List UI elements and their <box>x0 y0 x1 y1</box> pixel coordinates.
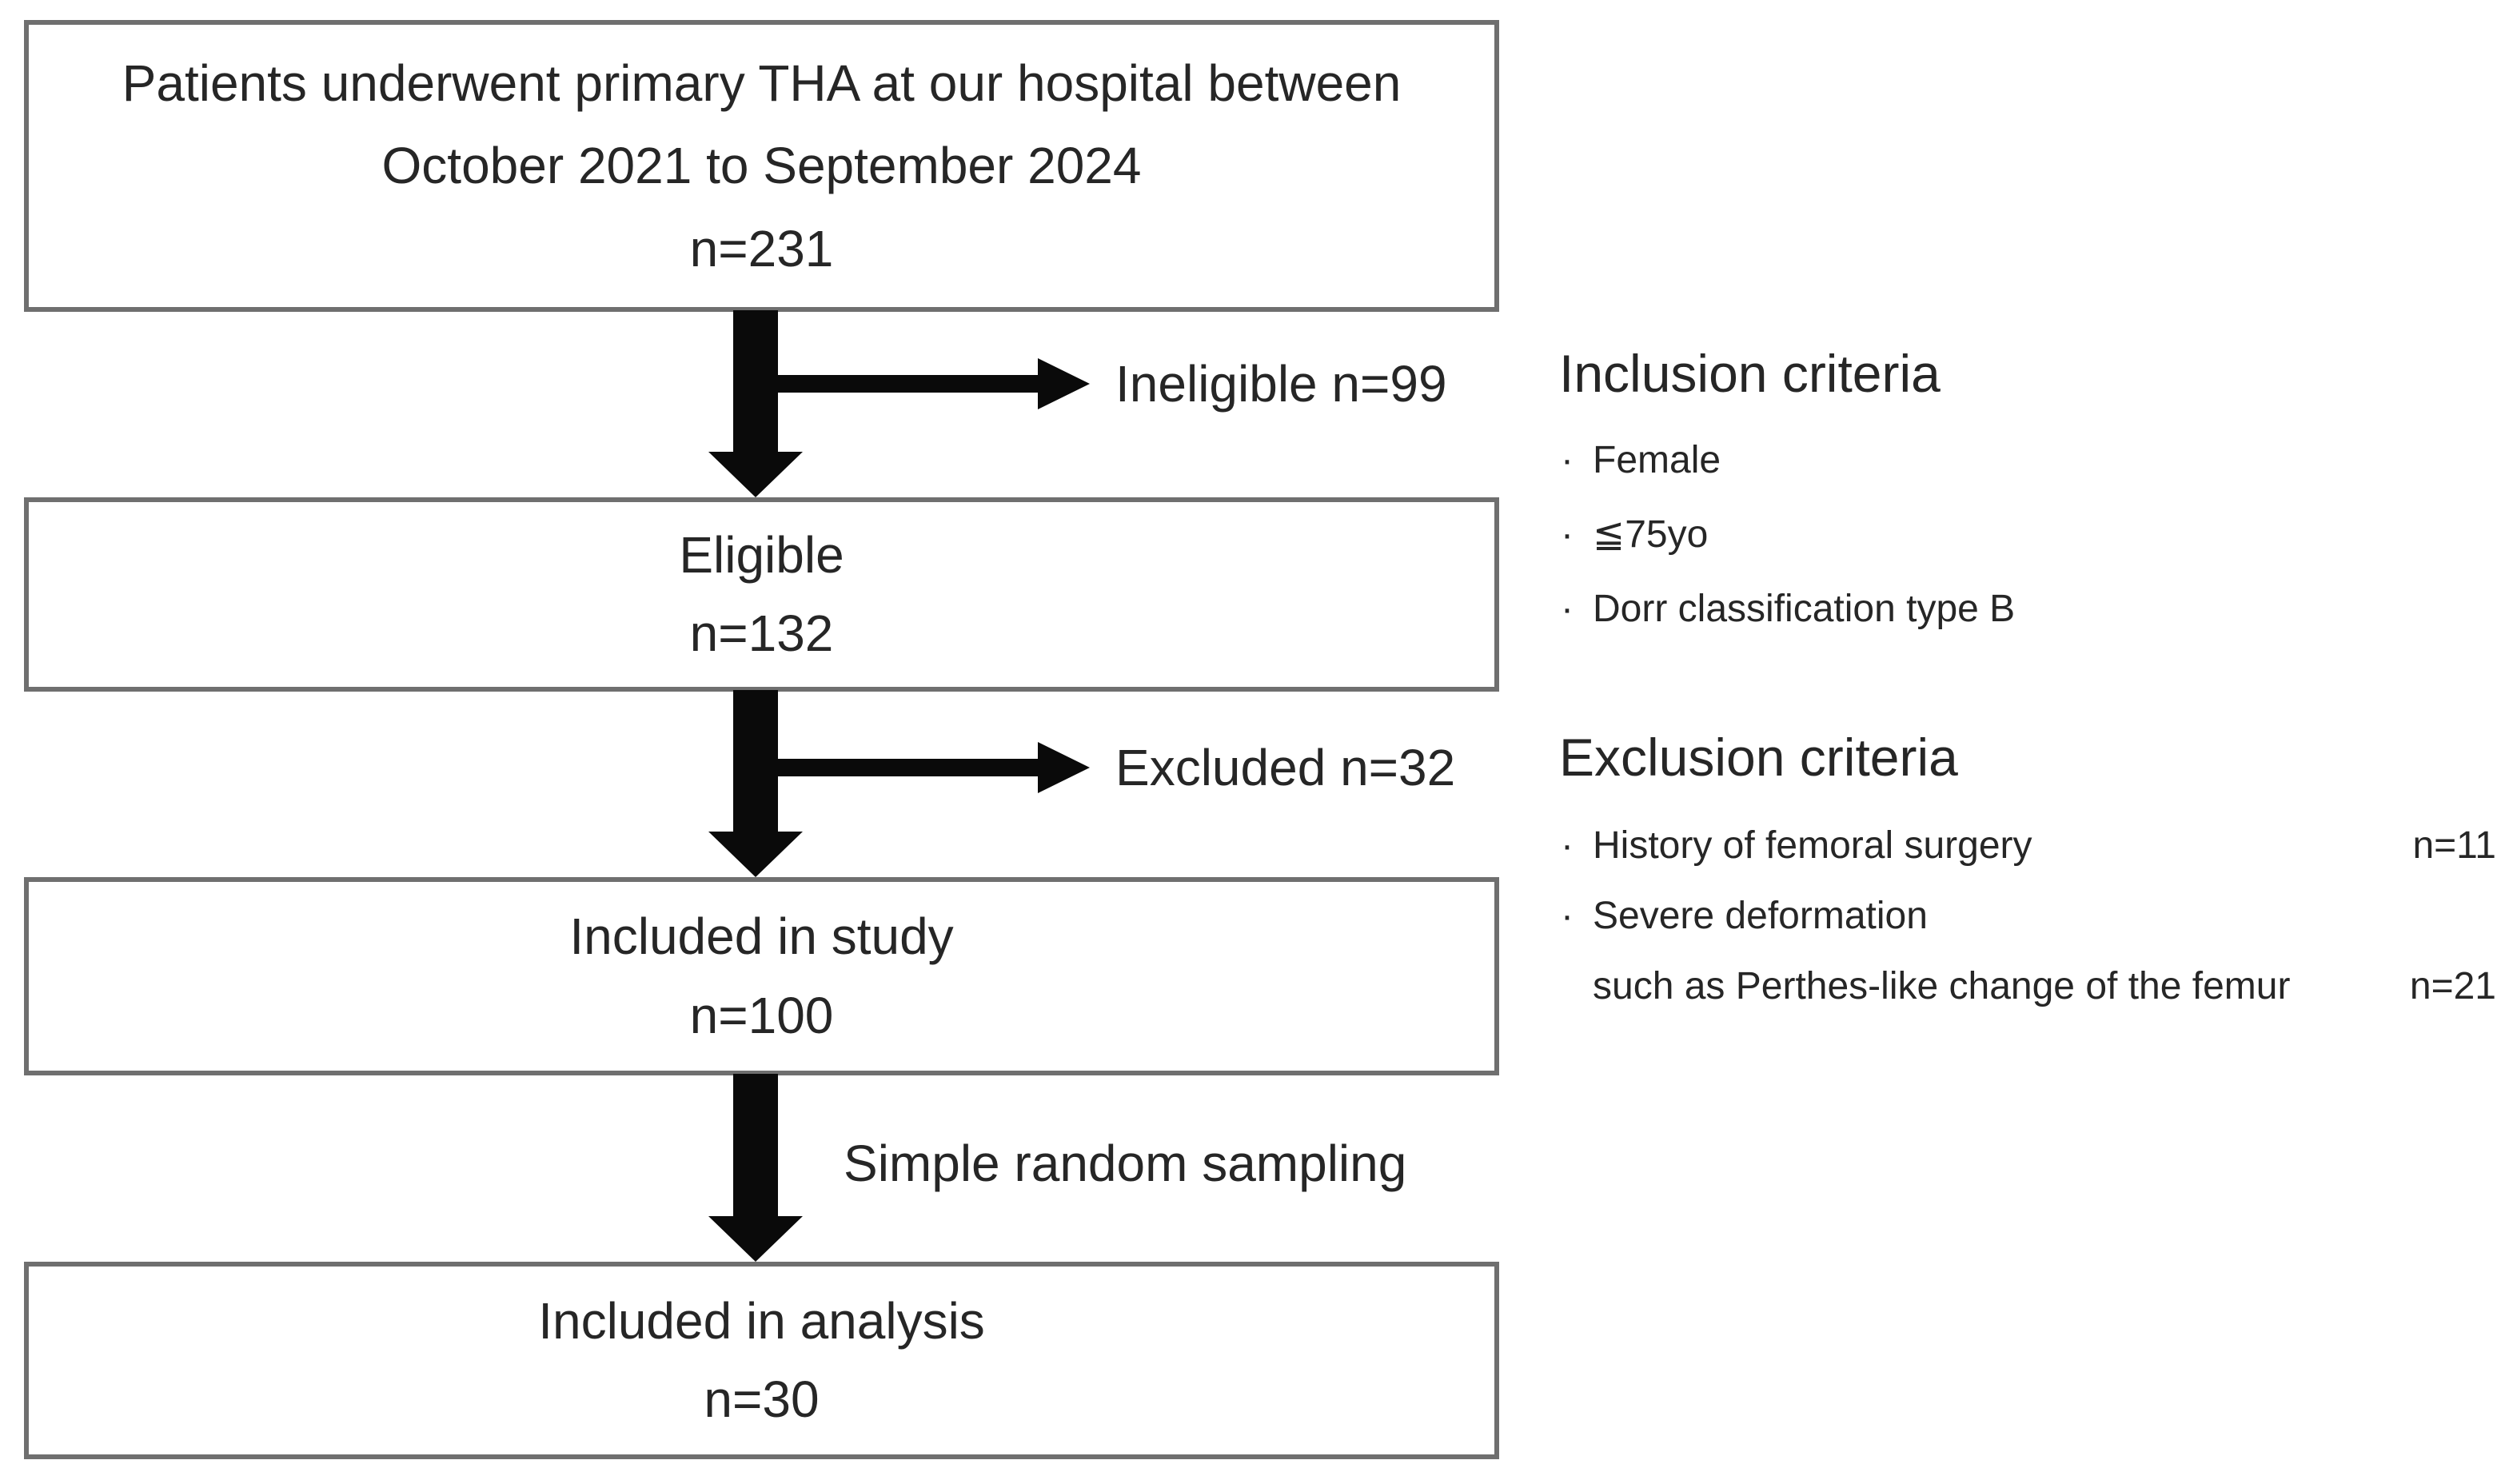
ineligible-label: Ineligible n=99 <box>1115 355 1447 413</box>
box-count: n=100 <box>689 987 834 1045</box>
inclusion-criteria-title: Inclusion criteria <box>1559 344 1941 403</box>
list-item-count: n=21 <box>2409 965 2496 1007</box>
exclusion-criteria-list: · History of femoral surgery n=11 · Seve… <box>1561 822 2496 1011</box>
flow-box-eligible: Eligible n=132 <box>24 497 1499 692</box>
list-item-text: Dorr classification type B <box>1593 588 2016 630</box>
bullet-dot-icon: · <box>1561 513 1574 556</box>
down-arrow-shaft <box>733 1074 778 1216</box>
list-item-text: ≦75yo <box>1593 513 1709 556</box>
bullet-dot-icon: · <box>1561 895 1574 937</box>
flow-box-included-in-analysis: Included in analysis n=30 <box>24 1262 1499 1459</box>
box-count: n=30 <box>704 1370 820 1429</box>
branch-arrow-head <box>1038 742 1090 793</box>
exclusion-criteria-title: Exclusion criteria <box>1559 728 1958 787</box>
box-count: n=231 <box>689 219 834 277</box>
list-item: · ≦75yo <box>1561 511 2015 559</box>
box-text-line: October 2021 to September 2024 <box>381 137 1142 195</box>
excluded-label: Excluded n=32 <box>1115 739 1456 796</box>
down-arrow-head <box>708 832 803 877</box>
flow-box-initial-cohort: Patients underwent primary THA at our ho… <box>24 20 1499 312</box>
list-item-text: such as Perthes-like change of the femur <box>1593 965 2291 1007</box>
branch-arrow-head <box>1038 358 1090 409</box>
list-item-text: Female <box>1593 439 1721 481</box>
bullet-dot-icon: · <box>1561 439 1574 481</box>
bullet-dot-icon: · <box>1561 588 1574 630</box>
branch-arrow-shaft <box>756 375 1038 393</box>
box-count: n=132 <box>689 604 834 662</box>
bullet-dot-icon: · <box>1561 824 1574 867</box>
box-text-line: Included in analysis <box>538 1291 985 1350</box>
down-arrow-head <box>708 1216 803 1262</box>
list-item-text: Severe deformation <box>1593 895 1928 937</box>
list-item-continuation: such as Perthes-like change of the femur… <box>1561 963 2496 1011</box>
list-item: · Female <box>1561 437 2015 485</box>
list-item: · Dorr classification type B <box>1561 585 2015 633</box>
list-item-count: n=11 <box>2412 824 2496 867</box>
box-text-line: Eligible <box>679 526 844 584</box>
list-item: · Severe deformation <box>1561 892 2496 940</box>
down-arrow-head <box>708 452 803 497</box>
box-text-line: Patients underwent primary THA at our ho… <box>122 54 1402 112</box>
flow-box-included-in-study: Included in study n=100 <box>24 877 1499 1075</box>
box-text-line: Included in study <box>569 908 954 966</box>
branch-arrow-shaft <box>756 759 1038 776</box>
list-item-text: History of femoral surgery <box>1593 824 2032 867</box>
list-item: · History of femoral surgery n=11 <box>1561 822 2496 870</box>
inclusion-criteria-list: · Female · ≦75yo · Dorr classification t… <box>1561 437 2015 633</box>
sampling-label: Simple random sampling <box>844 1135 1407 1192</box>
